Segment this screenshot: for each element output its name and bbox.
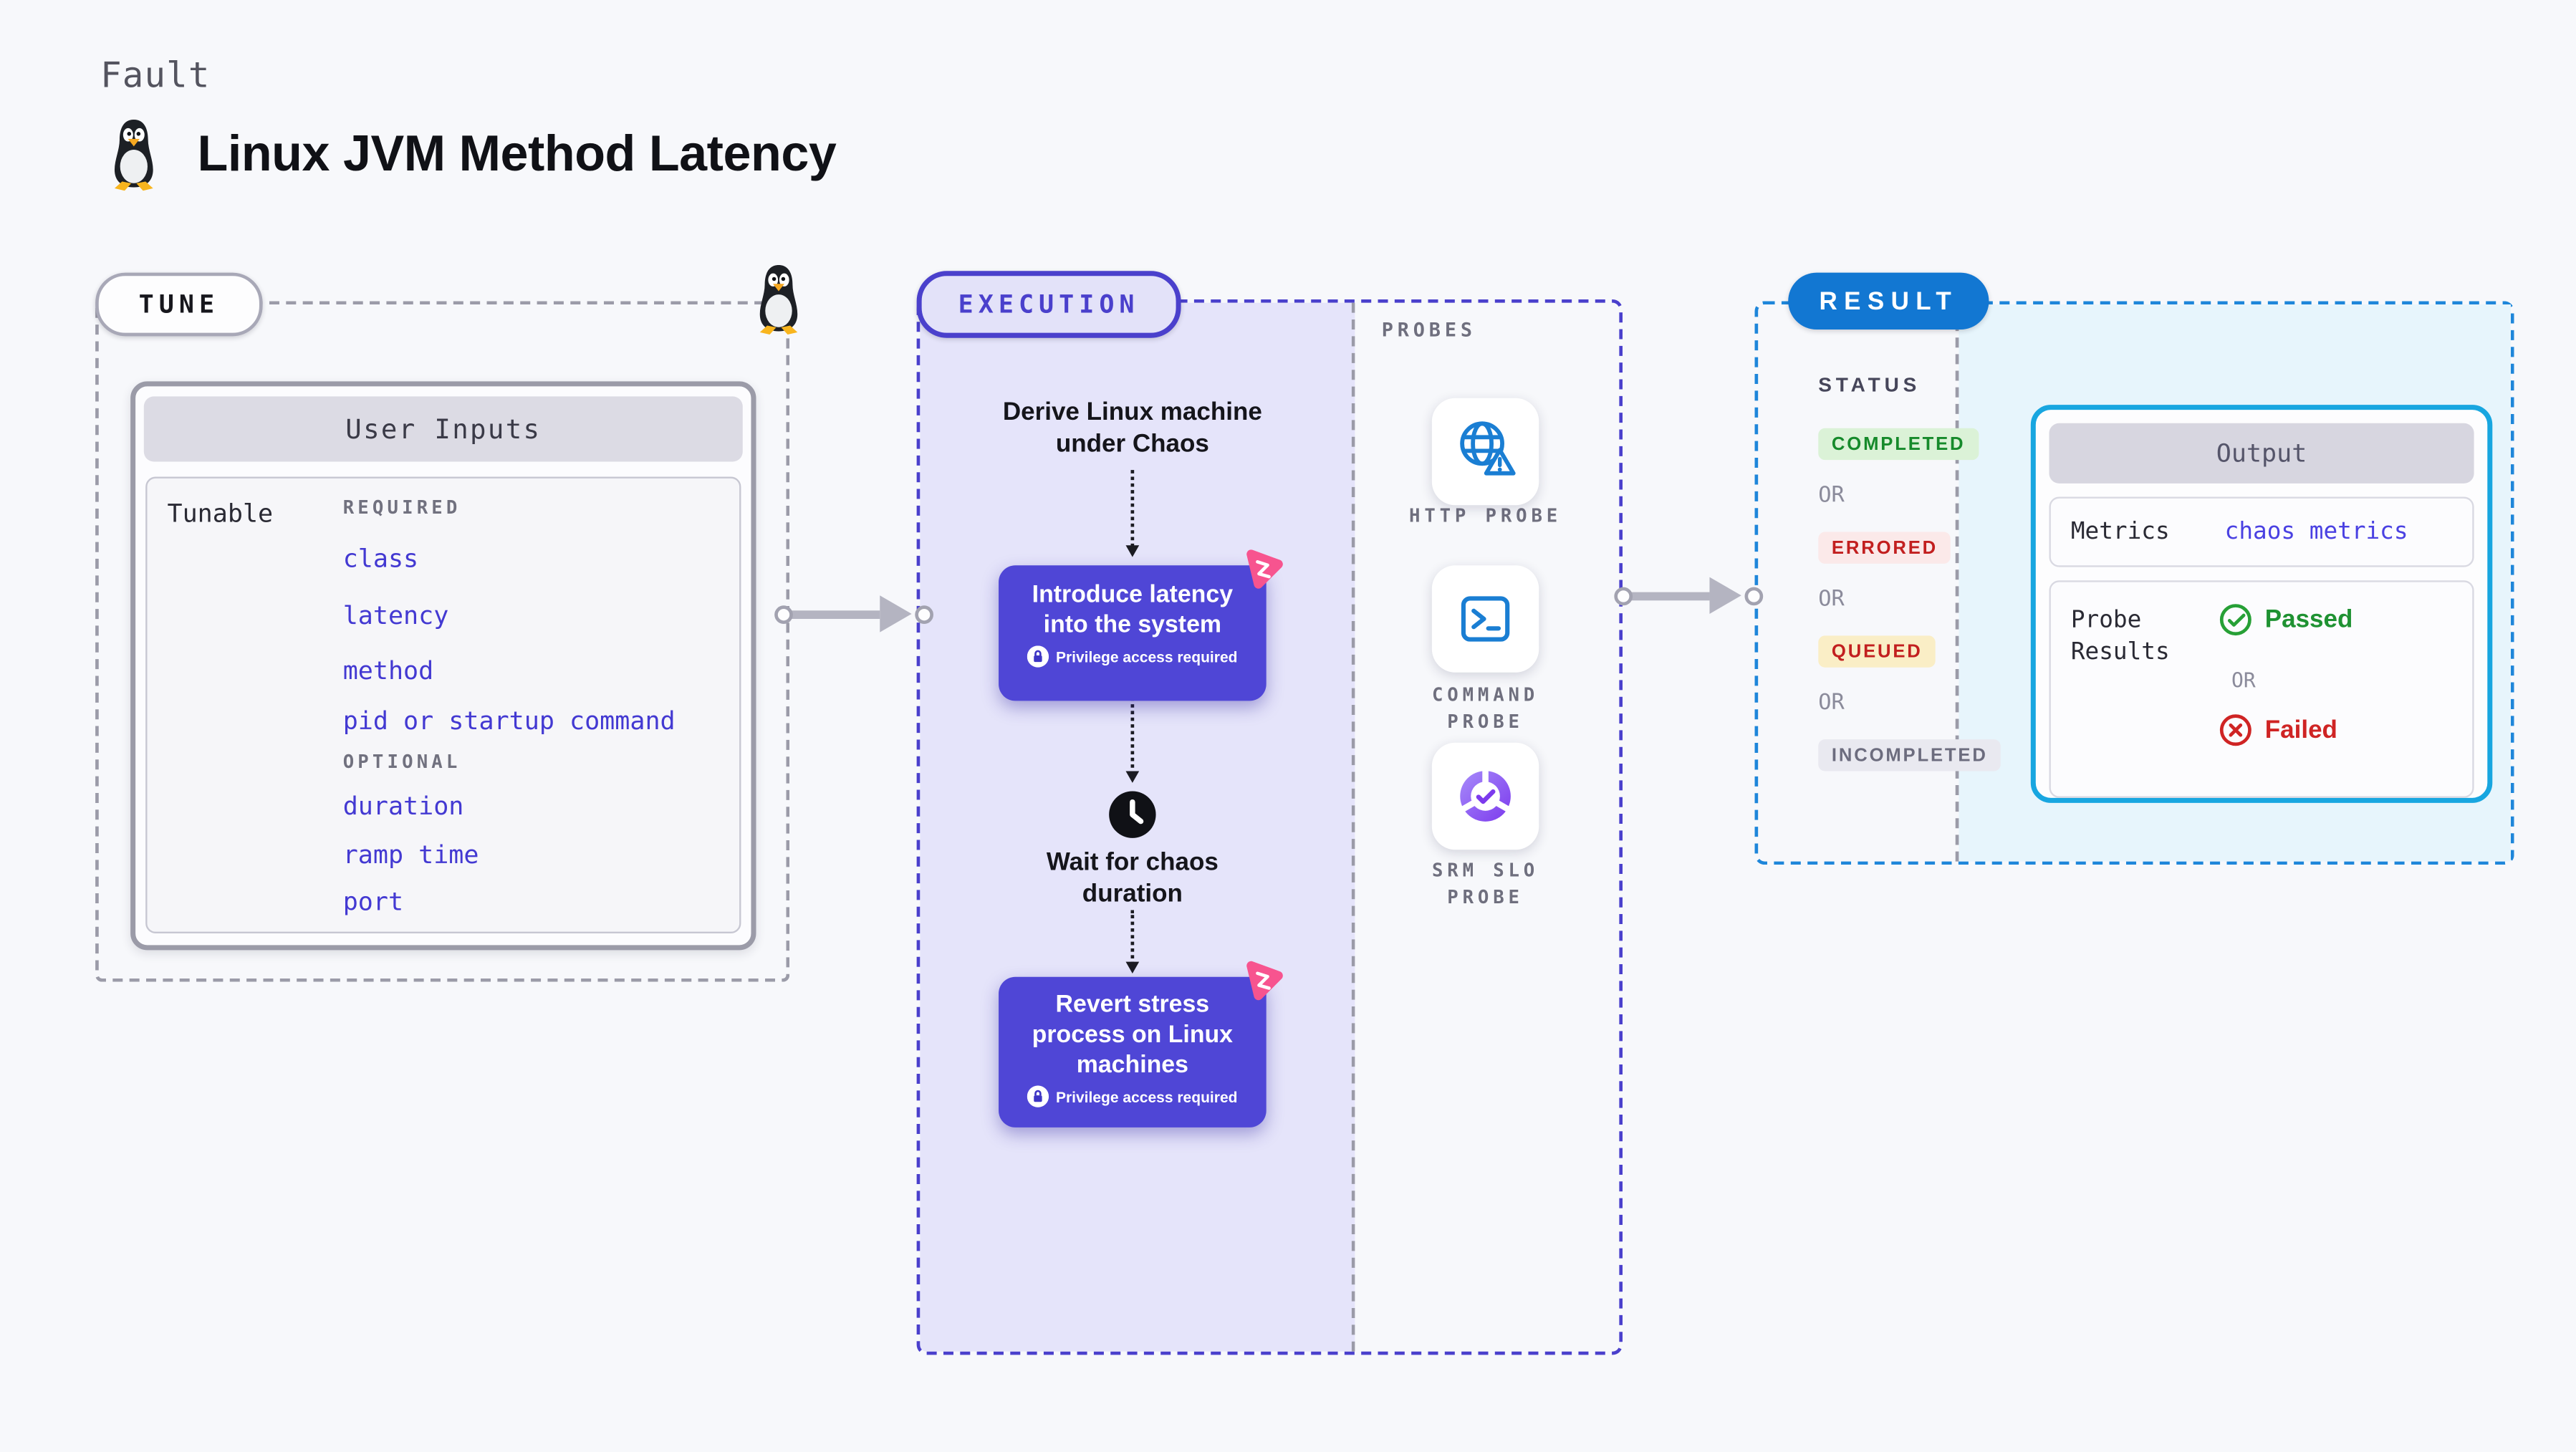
metrics-row: Metrics chaos metrics bbox=[2049, 496, 2474, 567]
tune-section-box bbox=[95, 301, 790, 982]
chaos-metrics-link: chaos metrics bbox=[2224, 518, 2408, 546]
chaos-badge-icon bbox=[1246, 961, 1283, 1001]
tunable-ramp-time: ramp time bbox=[342, 840, 479, 870]
result-pill: RESULT bbox=[1788, 272, 1989, 330]
srm-slo-probe-label: SRM SLO PROBE bbox=[1431, 860, 1539, 908]
tunable-duration: duration bbox=[342, 791, 464, 822]
flow-connector bbox=[1125, 910, 1140, 974]
tunables-table bbox=[145, 476, 741, 933]
user-inputs-header: User Inputs bbox=[143, 396, 743, 462]
probe-results-label: Probe Results bbox=[2070, 607, 2170, 666]
status-badge-errored: ERRORED bbox=[1818, 532, 1951, 564]
flow-connector bbox=[1125, 470, 1140, 557]
status-heading: STATUS bbox=[1818, 372, 1921, 397]
fault-kicker: Fault bbox=[100, 55, 211, 96]
tunable-latency: latency bbox=[342, 600, 449, 631]
probes-section-label: PROBES bbox=[1381, 317, 1476, 342]
check-circle-icon bbox=[2219, 604, 2251, 636]
or-separator: OR bbox=[2231, 669, 2256, 693]
status-badge-completed: COMPLETED bbox=[1818, 428, 1979, 461]
tunable-pid-or-startup-command: pid or startup command bbox=[342, 706, 676, 736]
or-separator: OR bbox=[1818, 483, 1845, 509]
tux-penguin-icon bbox=[114, 119, 153, 191]
introduce-latency-node: Introduce latency into the system Privil… bbox=[999, 549, 1283, 701]
passed-row: Passed bbox=[2218, 602, 2352, 638]
execution-to-result-arrow bbox=[1614, 577, 1764, 614]
privilege-note: Privilege access required bbox=[1055, 1087, 1238, 1105]
x-circle-icon bbox=[2219, 714, 2251, 746]
derive-machine-caption: Derive Linux machine under Chaos bbox=[1002, 398, 1262, 458]
tune-pill: TUNE bbox=[95, 272, 263, 337]
or-separator: OR bbox=[1818, 587, 1845, 612]
output-header: Output bbox=[2049, 423, 2474, 484]
execution-pill: EXECUTION bbox=[916, 271, 1181, 338]
probe-results-row: Probe Results Passed OR bbox=[2049, 580, 2474, 798]
privilege-note: Privilege access required bbox=[1055, 648, 1238, 665]
lock-icon bbox=[1027, 1085, 1049, 1107]
output-card: Output Metrics chaos metrics Probe Resul… bbox=[2030, 405, 2493, 803]
tux-penguin-small-icon bbox=[759, 265, 798, 335]
page-title: Linux JVM Method Latency bbox=[197, 127, 837, 183]
chaos-badge-icon bbox=[1246, 549, 1283, 589]
optional-group-label: OPTIONAL bbox=[342, 751, 461, 773]
slo-donut-icon bbox=[1458, 766, 1513, 822]
failed-row: Failed bbox=[2218, 713, 2337, 748]
terminal-icon bbox=[1461, 596, 1510, 642]
globe-warning-icon bbox=[1460, 421, 1516, 476]
status-output-divider bbox=[1955, 304, 1959, 862]
or-separator: OR bbox=[1818, 691, 1845, 716]
tunable-method: method bbox=[342, 655, 434, 686]
revert-stress-node: Revert stress process on Linux machines … bbox=[999, 961, 1283, 1128]
srm-slo-probe-card bbox=[1431, 742, 1539, 850]
result-section-box: Output Metrics chaos metrics Probe Resul… bbox=[1754, 301, 2514, 865]
tune-to-execution-arrow bbox=[774, 595, 933, 633]
metrics-label: Metrics bbox=[2070, 518, 2170, 546]
result-output-area: Output Metrics chaos metrics Probe Resul… bbox=[1959, 304, 2511, 862]
http-probe-label: HTTP PROBE bbox=[1409, 505, 1562, 527]
wait-clock-icon bbox=[1109, 791, 1156, 838]
command-probe-label: COMMAND PROBE bbox=[1431, 684, 1539, 733]
http-probe-card bbox=[1431, 398, 1539, 506]
failed-label: Failed bbox=[2264, 716, 2337, 745]
lock-icon bbox=[1027, 645, 1049, 668]
tunable-row-label: Tunable bbox=[167, 498, 274, 529]
tunable-port: port bbox=[342, 886, 404, 917]
wait-duration-caption: Wait for chaos duration bbox=[1046, 847, 1219, 908]
required-group-label: REQUIRED bbox=[342, 496, 461, 519]
status-badge-incompleted: INCOMPLETED bbox=[1818, 739, 2001, 771]
status-badge-queued: QUEUED bbox=[1818, 635, 1936, 668]
tunable-class: class bbox=[342, 543, 419, 574]
command-probe-card bbox=[1431, 565, 1539, 673]
flow-connector bbox=[1125, 692, 1140, 783]
passed-label: Passed bbox=[2264, 605, 2353, 635]
